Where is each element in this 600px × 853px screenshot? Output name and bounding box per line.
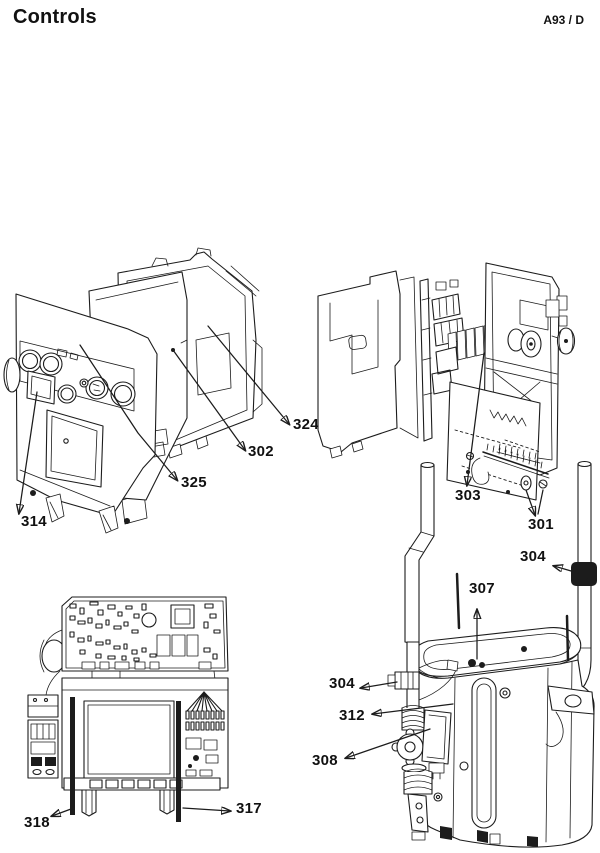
part-label-318: 318 xyxy=(24,814,50,831)
part-label-307: 307 xyxy=(469,580,495,597)
part-label-317: 317 xyxy=(236,800,262,817)
control-board-exploded-drawing xyxy=(317,262,576,501)
page-title: Controls xyxy=(13,6,97,28)
part-label-304-boiler-top: 304 xyxy=(520,548,546,565)
part-label-324: 324 xyxy=(293,416,319,433)
part-label-325: 325 xyxy=(181,474,207,491)
part-label-302: 302 xyxy=(248,443,274,460)
page-section-code: A93 / D xyxy=(543,13,584,27)
part-label-308: 308 xyxy=(312,752,338,769)
boiler-assembly-drawing xyxy=(387,460,597,848)
part-label-303: 303 xyxy=(455,487,481,504)
part-label-312: 312 xyxy=(339,707,365,724)
part-label-314: 314 xyxy=(21,513,47,530)
power-board-assembly-drawing xyxy=(27,596,229,822)
part-label-304-boiler-left: 304 xyxy=(329,675,355,692)
pcb-components xyxy=(69,601,221,662)
control-panel-exploded-drawing xyxy=(3,247,263,534)
connector-pins xyxy=(185,691,225,731)
callout-leader-lines xyxy=(19,325,579,816)
part-label-301: 301 xyxy=(528,516,554,533)
